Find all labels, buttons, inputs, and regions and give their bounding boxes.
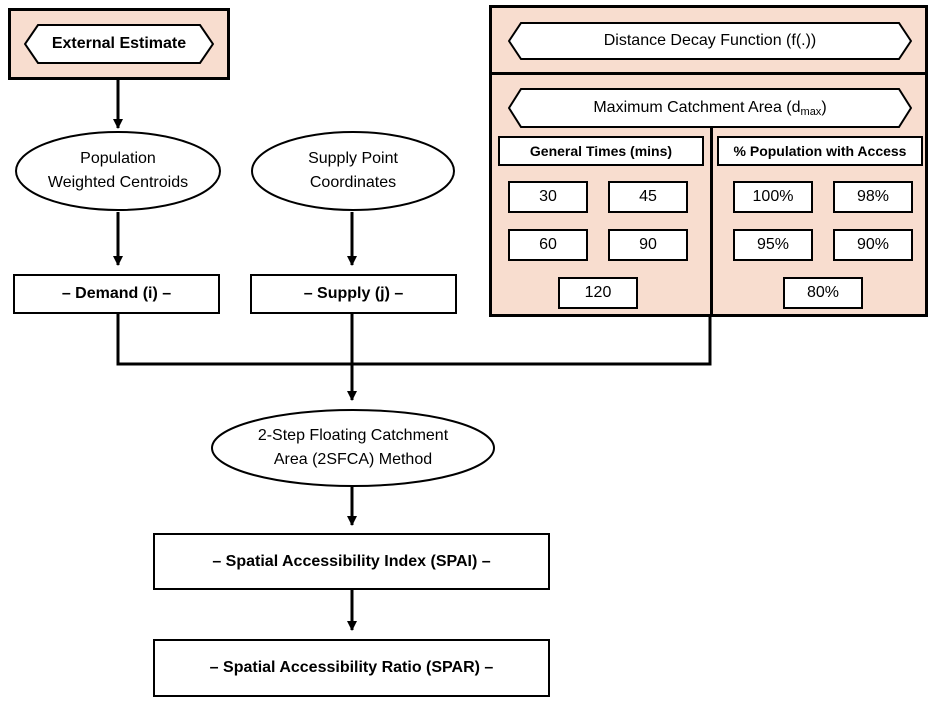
access-90: 90% — [833, 229, 913, 261]
time-120: 120 — [558, 277, 638, 309]
supply-coordinates-label: Supply Point Coordinates — [308, 150, 398, 191]
access-80: 80% — [783, 277, 863, 309]
time-30: 30 — [508, 181, 588, 213]
external-estimate-label: External Estimate — [51, 35, 187, 52]
spar-node: – Spatial Accessibility Ratio (SPAR) – — [153, 639, 550, 697]
max-catchment-node: Maximum Catchment Area (dmax) — [508, 88, 912, 128]
spar-label: – Spatial Accessibility Ratio (SPAR) – — [209, 659, 494, 676]
time-60: 60 — [508, 229, 588, 261]
demand-node: – Demand (i) – — [13, 274, 220, 314]
supply-label: – Supply (j) – — [303, 285, 404, 302]
access-98: 98% — [833, 181, 913, 213]
supply-coordinates-node: Supply Point Coordinates — [250, 130, 456, 212]
access-95: 95% — [733, 229, 813, 261]
supply-node: – Supply (j) – — [250, 274, 457, 314]
method-node: 2-Step Floating Catchment Area (2SFCA) M… — [210, 408, 496, 488]
external-estimate-node: External Estimate — [24, 24, 214, 64]
population-centroids-node: Population Weighted Centroids — [14, 130, 222, 212]
panel-divider — [492, 72, 925, 75]
general-times-header: General Times (mins) — [498, 136, 704, 166]
column-divider — [710, 128, 713, 314]
demand-label: – Demand (i) – — [61, 285, 172, 302]
distance-decay-label: Distance Decay Function (f(.)) — [603, 32, 817, 49]
spai-label: – Spatial Accessibility Index (SPAI) – — [212, 552, 491, 570]
catchment-parameters-panel: Distance Decay Function (f(.)) Maximum C… — [489, 5, 928, 317]
population-centroids-label: Population Weighted Centroids — [47, 150, 189, 191]
spai-node: – Spatial Accessibility Index (SPAI) – — [153, 533, 550, 590]
time-45: 45 — [608, 181, 688, 213]
access-100: 100% — [733, 181, 813, 213]
distance-decay-node: Distance Decay Function (f(.)) — [508, 22, 912, 60]
population-access-header: % Population with Access — [717, 136, 923, 166]
max-catchment-label: Maximum Catchment Area (dmax) — [593, 98, 827, 118]
external-estimate-panel: External Estimate — [8, 8, 230, 80]
time-90: 90 — [608, 229, 688, 261]
method-label: 2-Step Floating Catchment Area (2SFCA) M… — [257, 427, 449, 468]
